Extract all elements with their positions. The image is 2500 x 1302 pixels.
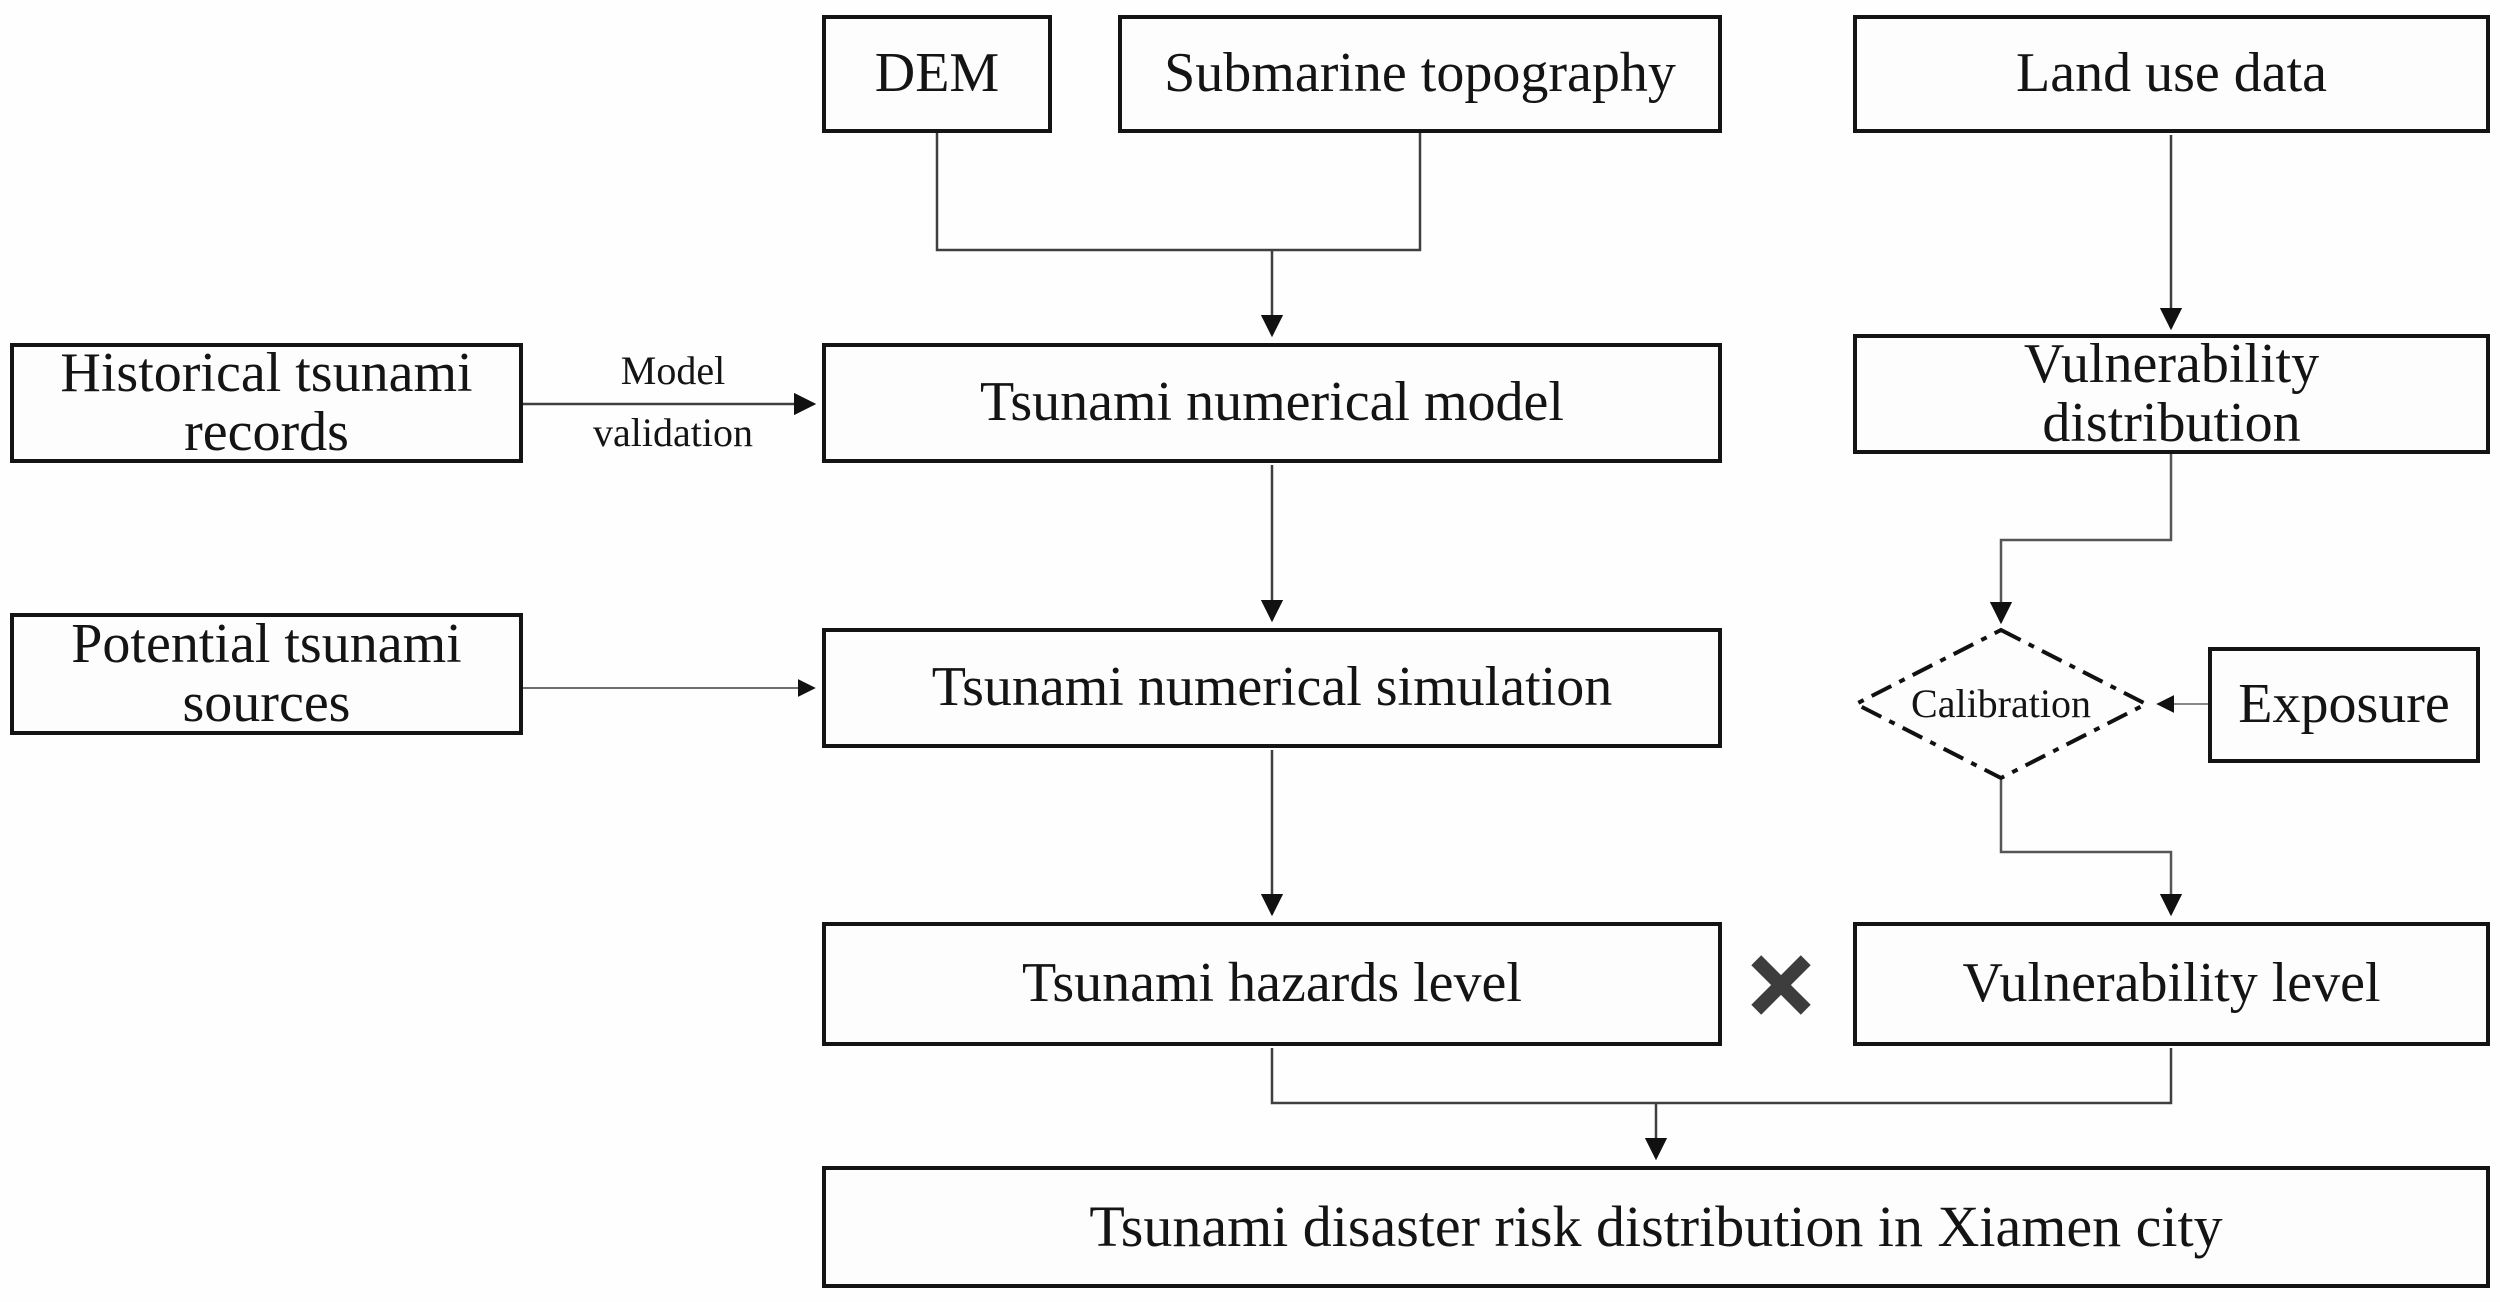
edge-label-model-validation: Model validation [593,348,753,455]
connector-dem-submarine-merge [935,133,1422,252]
node-vulnerability-distribution: Vulnerability distribution [1853,334,2490,454]
node-vulnerability-level: Vulnerability level [1853,922,2490,1046]
node-tsunami-numerical-model: Tsunami numerical model [822,343,1722,463]
node-exposure-label: Exposure [2238,673,2450,736]
node-tsunami-hazards-level-label: Tsunami hazards level [1022,952,1522,1015]
node-tsunami-numerical-model-label: Tsunami numerical model [980,371,1564,434]
calibration-diamond-label: Calibration [1911,681,2091,726]
calibration-diamond [1851,627,2151,781]
node-submarine-topography: Submarine topography [1118,15,1722,133]
node-exposure: Exposure [2208,647,2480,763]
node-land-use-data-label: Land use data [2016,42,2327,105]
node-dem-label: DEM [874,42,1000,105]
node-vulnerability-distribution-label: Vulnerability distribution [2023,332,2320,454]
node-tsunami-numerical-simulation-label: Tsunami numerical simulation [931,656,1613,719]
node-risk-distribution: Tsunami disaster risk distribution in Xi… [822,1166,2490,1288]
connector-levels-merge [1270,1048,2173,1105]
node-tsunami-numerical-simulation: Tsunami numerical simulation [822,628,1722,748]
arrow-calibration-to-vulnlevel [1999,780,2183,917]
arrow-vulndist-to-calibration [1989,454,2173,625]
node-dem: DEM [822,15,1052,133]
node-historical-tsunami-records: Historical tsunami records [10,343,523,463]
node-vulnerability-level-label: Vulnerability level [1962,952,2381,1015]
node-tsunami-hazards-level: Tsunami hazards level [822,922,1722,1046]
node-land-use-data: Land use data [1853,15,2490,133]
node-potential-tsunami-sources-label: Potential tsunami sources [71,612,462,734]
multiply-icon [1751,955,1811,1015]
node-potential-tsunami-sources: Potential tsunami sources [10,613,523,735]
node-risk-distribution-label: Tsunami disaster risk distribution in Xi… [1089,1194,2223,1260]
node-historical-tsunami-records-label: Historical tsunami records [60,341,473,463]
node-submarine-topography-label: Submarine topography [1164,42,1676,105]
